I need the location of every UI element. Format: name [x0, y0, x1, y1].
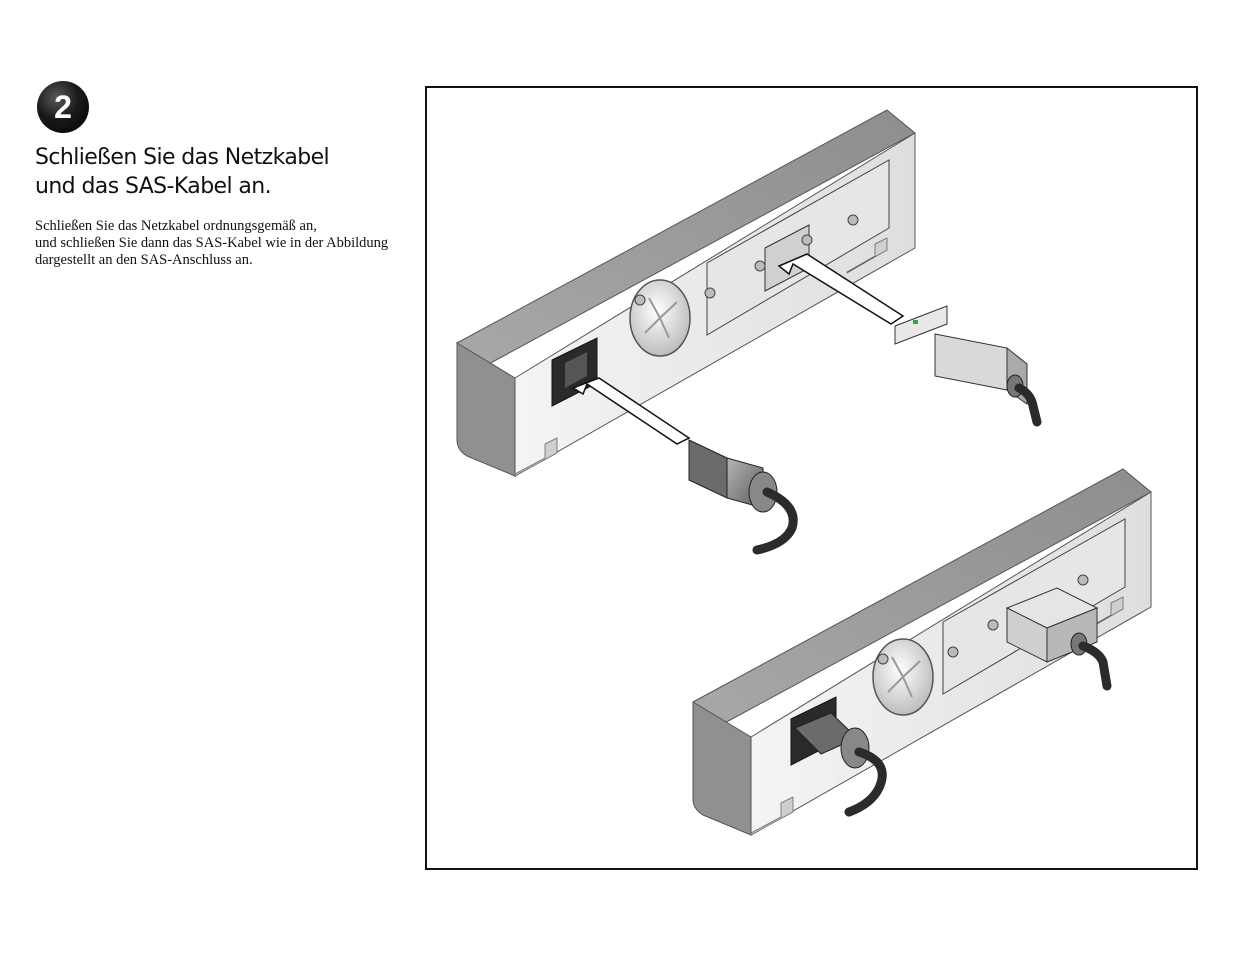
step-heading: Schließen Sie das Netzkabel und das SAS-…	[35, 143, 415, 201]
illustration-svg	[456, 109, 1152, 836]
step-heading-line-1: Schließen Sie das Netzkabel	[35, 145, 330, 170]
instruction-text: Schließen Sie das Netzkabel ordnungsgemä…	[35, 218, 425, 269]
instruction-line-1: Schließen Sie das Netzkabel ordnungsgemä…	[35, 218, 317, 234]
device-before-connection	[456, 109, 1042, 555]
device-after-connection	[692, 468, 1152, 836]
instruction-line-3: dargestellt an den SAS-Anschluss an.	[35, 252, 253, 268]
instruction-line-2: und schließen Sie dann das SAS-Kabel wie…	[35, 235, 389, 251]
cable-connection-illustration	[425, 86, 1198, 870]
step-number-badge: 2	[37, 81, 89, 133]
step-heading-line-2: und das SAS-Kabel an.	[35, 174, 272, 199]
